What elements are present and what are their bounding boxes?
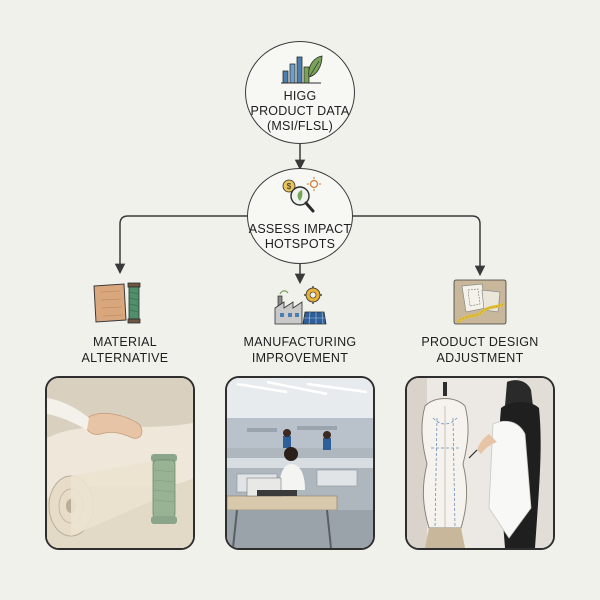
fabric-thread-spool-icon — [93, 282, 141, 324]
factory-floor-scene — [227, 378, 373, 548]
dress-form-scene — [407, 378, 553, 548]
product-design-adjustment-photo — [405, 376, 555, 550]
node-label-line2: HOTSPOTS — [264, 237, 336, 251]
magnifier-sustainability-icon: $ — [282, 177, 321, 213]
svg-text:$: $ — [287, 182, 292, 191]
assess-impact-hotspots-node: $ ASSESS IMPACT HOTSPOTS — [247, 168, 353, 264]
factory-solar-gear-icon — [274, 286, 327, 325]
branch-label-material: MATERIAL ALTERNATIVE — [81, 335, 169, 365]
manufacturing-improvement-photo — [225, 376, 375, 550]
fabric-roll-scene — [47, 378, 193, 548]
higg-product-data-node: HIGG PRODUCT DATA (MSI/FLSL) — [245, 41, 355, 144]
node-label-line3: (MSI/FLSL) — [267, 119, 333, 133]
branch-line-right — [353, 215, 486, 277]
node-label-line1: ASSESS IMPACT — [248, 222, 352, 236]
sewing-pattern-measuring-tape-icon — [453, 279, 507, 325]
branch-label-manufacturing: MANUFACTURING IMPROVEMENT — [243, 335, 357, 365]
branch-line-left — [114, 215, 247, 275]
bar-chart-leaf-icon — [281, 55, 323, 84]
branch-label-design: PRODUCT DESIGN ADJUSTMENT — [421, 335, 539, 365]
node-label-line1: HIGG — [283, 89, 317, 103]
node-label-line2: PRODUCT DATA — [250, 104, 350, 118]
material-alternative-photo — [45, 376, 195, 550]
